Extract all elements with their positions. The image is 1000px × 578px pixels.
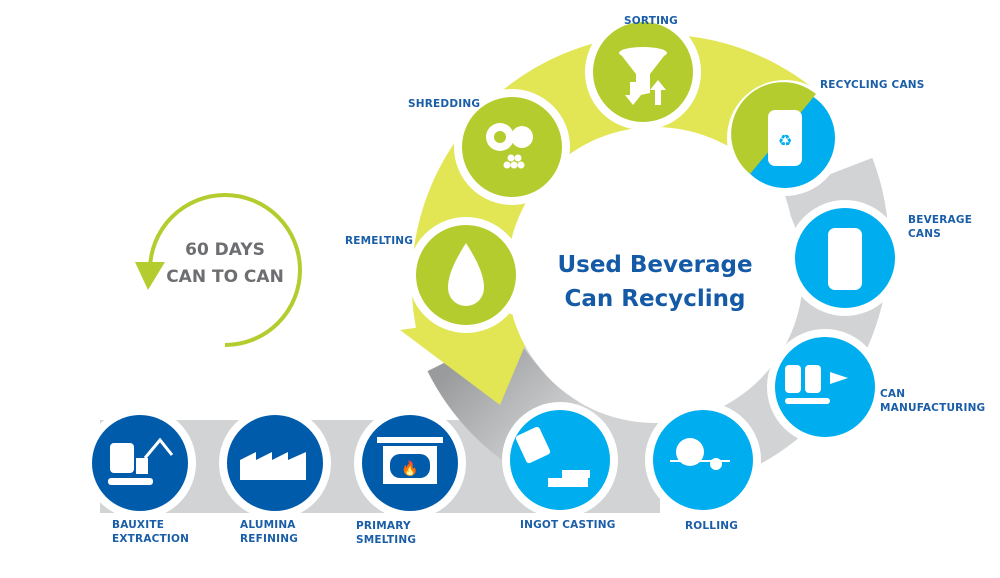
svg-text:🔥: 🔥 bbox=[401, 460, 418, 477]
droplet-icon bbox=[448, 243, 484, 306]
label-line: CAN bbox=[880, 388, 906, 400]
label-line: BEVERAGE bbox=[908, 214, 973, 226]
title-line-2: Can Recycling bbox=[564, 286, 746, 312]
label-line: SMELTING bbox=[356, 534, 417, 546]
yellow-arrowhead bbox=[400, 310, 540, 405]
cycle-arrow bbox=[148, 193, 302, 347]
ingot-pour-icon bbox=[515, 426, 590, 487]
label-rolling: ROLLING bbox=[685, 520, 739, 532]
cycle-line-1: 60 DAYS bbox=[185, 240, 265, 260]
label-beverage-cans: BEVERAGE CANS bbox=[908, 213, 972, 241]
gears-icon bbox=[486, 123, 533, 169]
cycle-arrow-head bbox=[135, 262, 165, 290]
cycle-time-label: 60 DAYS CAN TO CAN bbox=[150, 237, 300, 291]
funnel-icon bbox=[619, 47, 667, 105]
svg-text:♻: ♻ bbox=[778, 131, 792, 150]
ingot-casting-circle bbox=[502, 402, 618, 518]
diagram-title: Used Beverage Can Recycling bbox=[540, 248, 770, 316]
can-manufacturing-circle bbox=[767, 329, 883, 445]
center-disc bbox=[507, 127, 803, 423]
label-sorting: SORTING bbox=[624, 15, 678, 27]
label-line: PRIMARY bbox=[356, 520, 411, 532]
label-line: BAUXITE bbox=[112, 519, 165, 531]
label-recycling-cans: RECYCLING CANS bbox=[820, 79, 925, 91]
label-line: MANUFACTURING bbox=[880, 402, 986, 414]
label-remelting: REMELTING bbox=[345, 235, 414, 247]
label-line: ALUMINA bbox=[240, 519, 296, 531]
label-alumina: ALUMINA REFINING bbox=[240, 518, 298, 546]
label-can-manufacturing: CAN MANUFACTURING bbox=[880, 387, 985, 415]
excavator-icon bbox=[108, 437, 174, 485]
label-primary-smelting: PRIMARY SMELTING bbox=[356, 519, 416, 547]
label-bauxite: BAUXITE EXTRACTION bbox=[112, 518, 189, 546]
factory-icon bbox=[240, 452, 306, 480]
cycle-line-2: CAN TO CAN bbox=[166, 267, 284, 287]
can-manufacturing-icon bbox=[785, 365, 848, 404]
shredding-circle bbox=[454, 89, 570, 205]
title-line-1: Used Beverage bbox=[557, 252, 753, 278]
can-icon bbox=[828, 228, 862, 290]
rolling-icon bbox=[670, 438, 730, 470]
furnace-icon: 🔥 bbox=[377, 437, 443, 484]
label-shredding: SHREDDING bbox=[408, 98, 481, 110]
label-line: CANS bbox=[908, 228, 941, 240]
can-recycle-icon: ♻ bbox=[768, 110, 802, 166]
label-ingot-casting: INGOT CASTING bbox=[520, 519, 616, 531]
label-line: EXTRACTION bbox=[112, 533, 190, 545]
label-line: REFINING bbox=[240, 533, 299, 545]
